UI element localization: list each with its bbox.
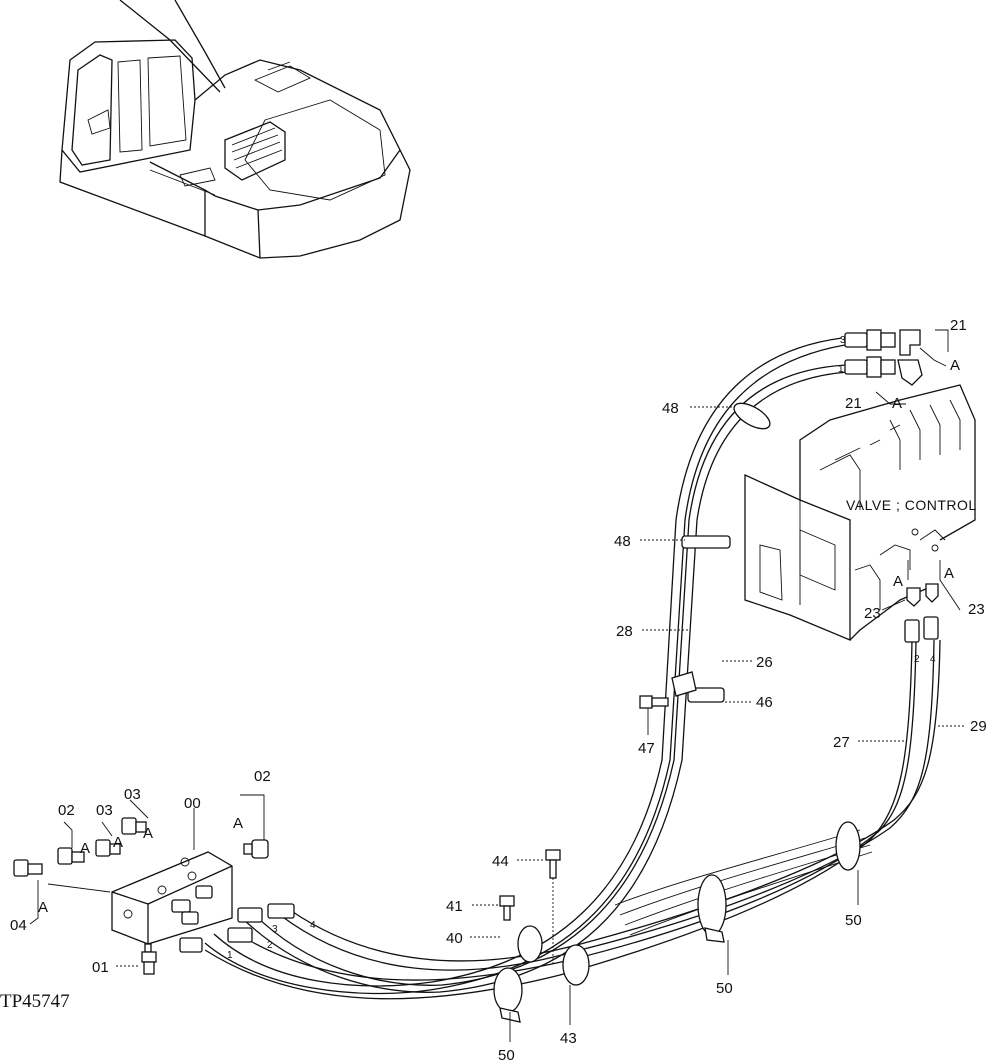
sensor-04 [13, 859, 43, 877]
mark-a-1: A [950, 357, 960, 374]
mark-a-3: A [893, 573, 903, 590]
mark-a-6: A [80, 840, 90, 857]
callout-27: 27 [833, 734, 850, 751]
hose-number-1-block: 1 [227, 950, 233, 961]
callout-23-left: 23 [864, 605, 881, 622]
valve-top-fittings: 3 1 [838, 329, 923, 386]
callout-02-left: 02 [58, 802, 75, 819]
clamp-43 [517, 925, 590, 986]
mark-a-7: A [113, 834, 123, 851]
sensor-03-top [121, 817, 147, 835]
hose-number-3-block: 3 [272, 924, 278, 935]
callout-50-lower: 50 [498, 1047, 515, 1064]
callout-02-right: 02 [254, 768, 271, 785]
clamp-50-lower [493, 967, 523, 1023]
sensor-02-right [243, 839, 269, 859]
mark-a-9: A [38, 899, 48, 916]
callout-48-lower: 48 [614, 533, 631, 550]
clamp-50-right [835, 821, 861, 871]
callout-26: 26 [756, 654, 773, 671]
clamp-46 [671, 671, 725, 703]
callout-29: 29 [970, 718, 987, 735]
bolt-44 [545, 849, 561, 965]
callout-21-upper: 21 [950, 317, 967, 334]
figure-id: TP45747 [0, 991, 70, 1012]
clamp-50-middle [697, 874, 727, 943]
hose-number-4-valve: 4 [930, 654, 936, 665]
clamp-48-upper [733, 402, 771, 430]
callout-44: 44 [492, 853, 509, 870]
callout-23-right: 23 [968, 601, 985, 618]
callout-00: 00 [184, 795, 201, 812]
block-port-fittings: 1 2 3 4 [171, 885, 316, 961]
hose-bundle-lower-texture [614, 829, 873, 936]
bolt-41 [499, 895, 515, 921]
hose-number-4-block: 4 [310, 920, 316, 931]
callout-28: 28 [616, 623, 633, 640]
control-valve: VALVE ; CONTROL [744, 384, 977, 641]
callout-03-left: 03 [96, 802, 113, 819]
callout-04: 04 [10, 917, 27, 934]
callout-43: 43 [560, 1030, 577, 1047]
control-valve-label: VALVE ; CONTROL [846, 497, 977, 513]
leader-lines [29, 329, 965, 1042]
excavator-locator-view [59, 0, 411, 259]
mark-a-4: A [944, 565, 954, 582]
hose-number-3-top: 3 [840, 335, 846, 346]
callout-41: 41 [446, 898, 463, 915]
callout-40: 40 [446, 930, 463, 947]
valve-bottom-fittings: 2 4 [904, 583, 939, 665]
connection-marks: A A A A A A A A A [38, 357, 960, 916]
hose-bundle-upper [204, 337, 941, 1000]
callout-labels: 21 21 48 48 28 26 46 47 23 23 27 29 44 4… [10, 317, 987, 1064]
hose-number-2-valve: 2 [914, 654, 920, 665]
hose-number-1-top: 1 [838, 364, 844, 375]
callout-47: 47 [638, 740, 655, 757]
valve-block-00 [111, 851, 233, 953]
hose-number-2-block: 2 [267, 940, 273, 951]
callout-01: 01 [92, 959, 109, 976]
callout-21-lower: 21 [845, 395, 862, 412]
callout-50-middle: 50 [716, 980, 733, 997]
callout-03-top: 03 [124, 786, 141, 803]
sensor-01 [141, 951, 157, 975]
clamp-48-lower [681, 535, 731, 549]
callout-50-right: 50 [845, 912, 862, 929]
mark-a-8: A [143, 825, 153, 842]
callout-48-upper: 48 [662, 400, 679, 417]
mark-a-5: A [233, 815, 243, 832]
sensor-02-left [57, 847, 85, 865]
callout-46: 46 [756, 694, 773, 711]
sensor-03-left [95, 839, 121, 857]
mark-a-2: A [892, 395, 902, 412]
bolt-47 [639, 695, 669, 709]
